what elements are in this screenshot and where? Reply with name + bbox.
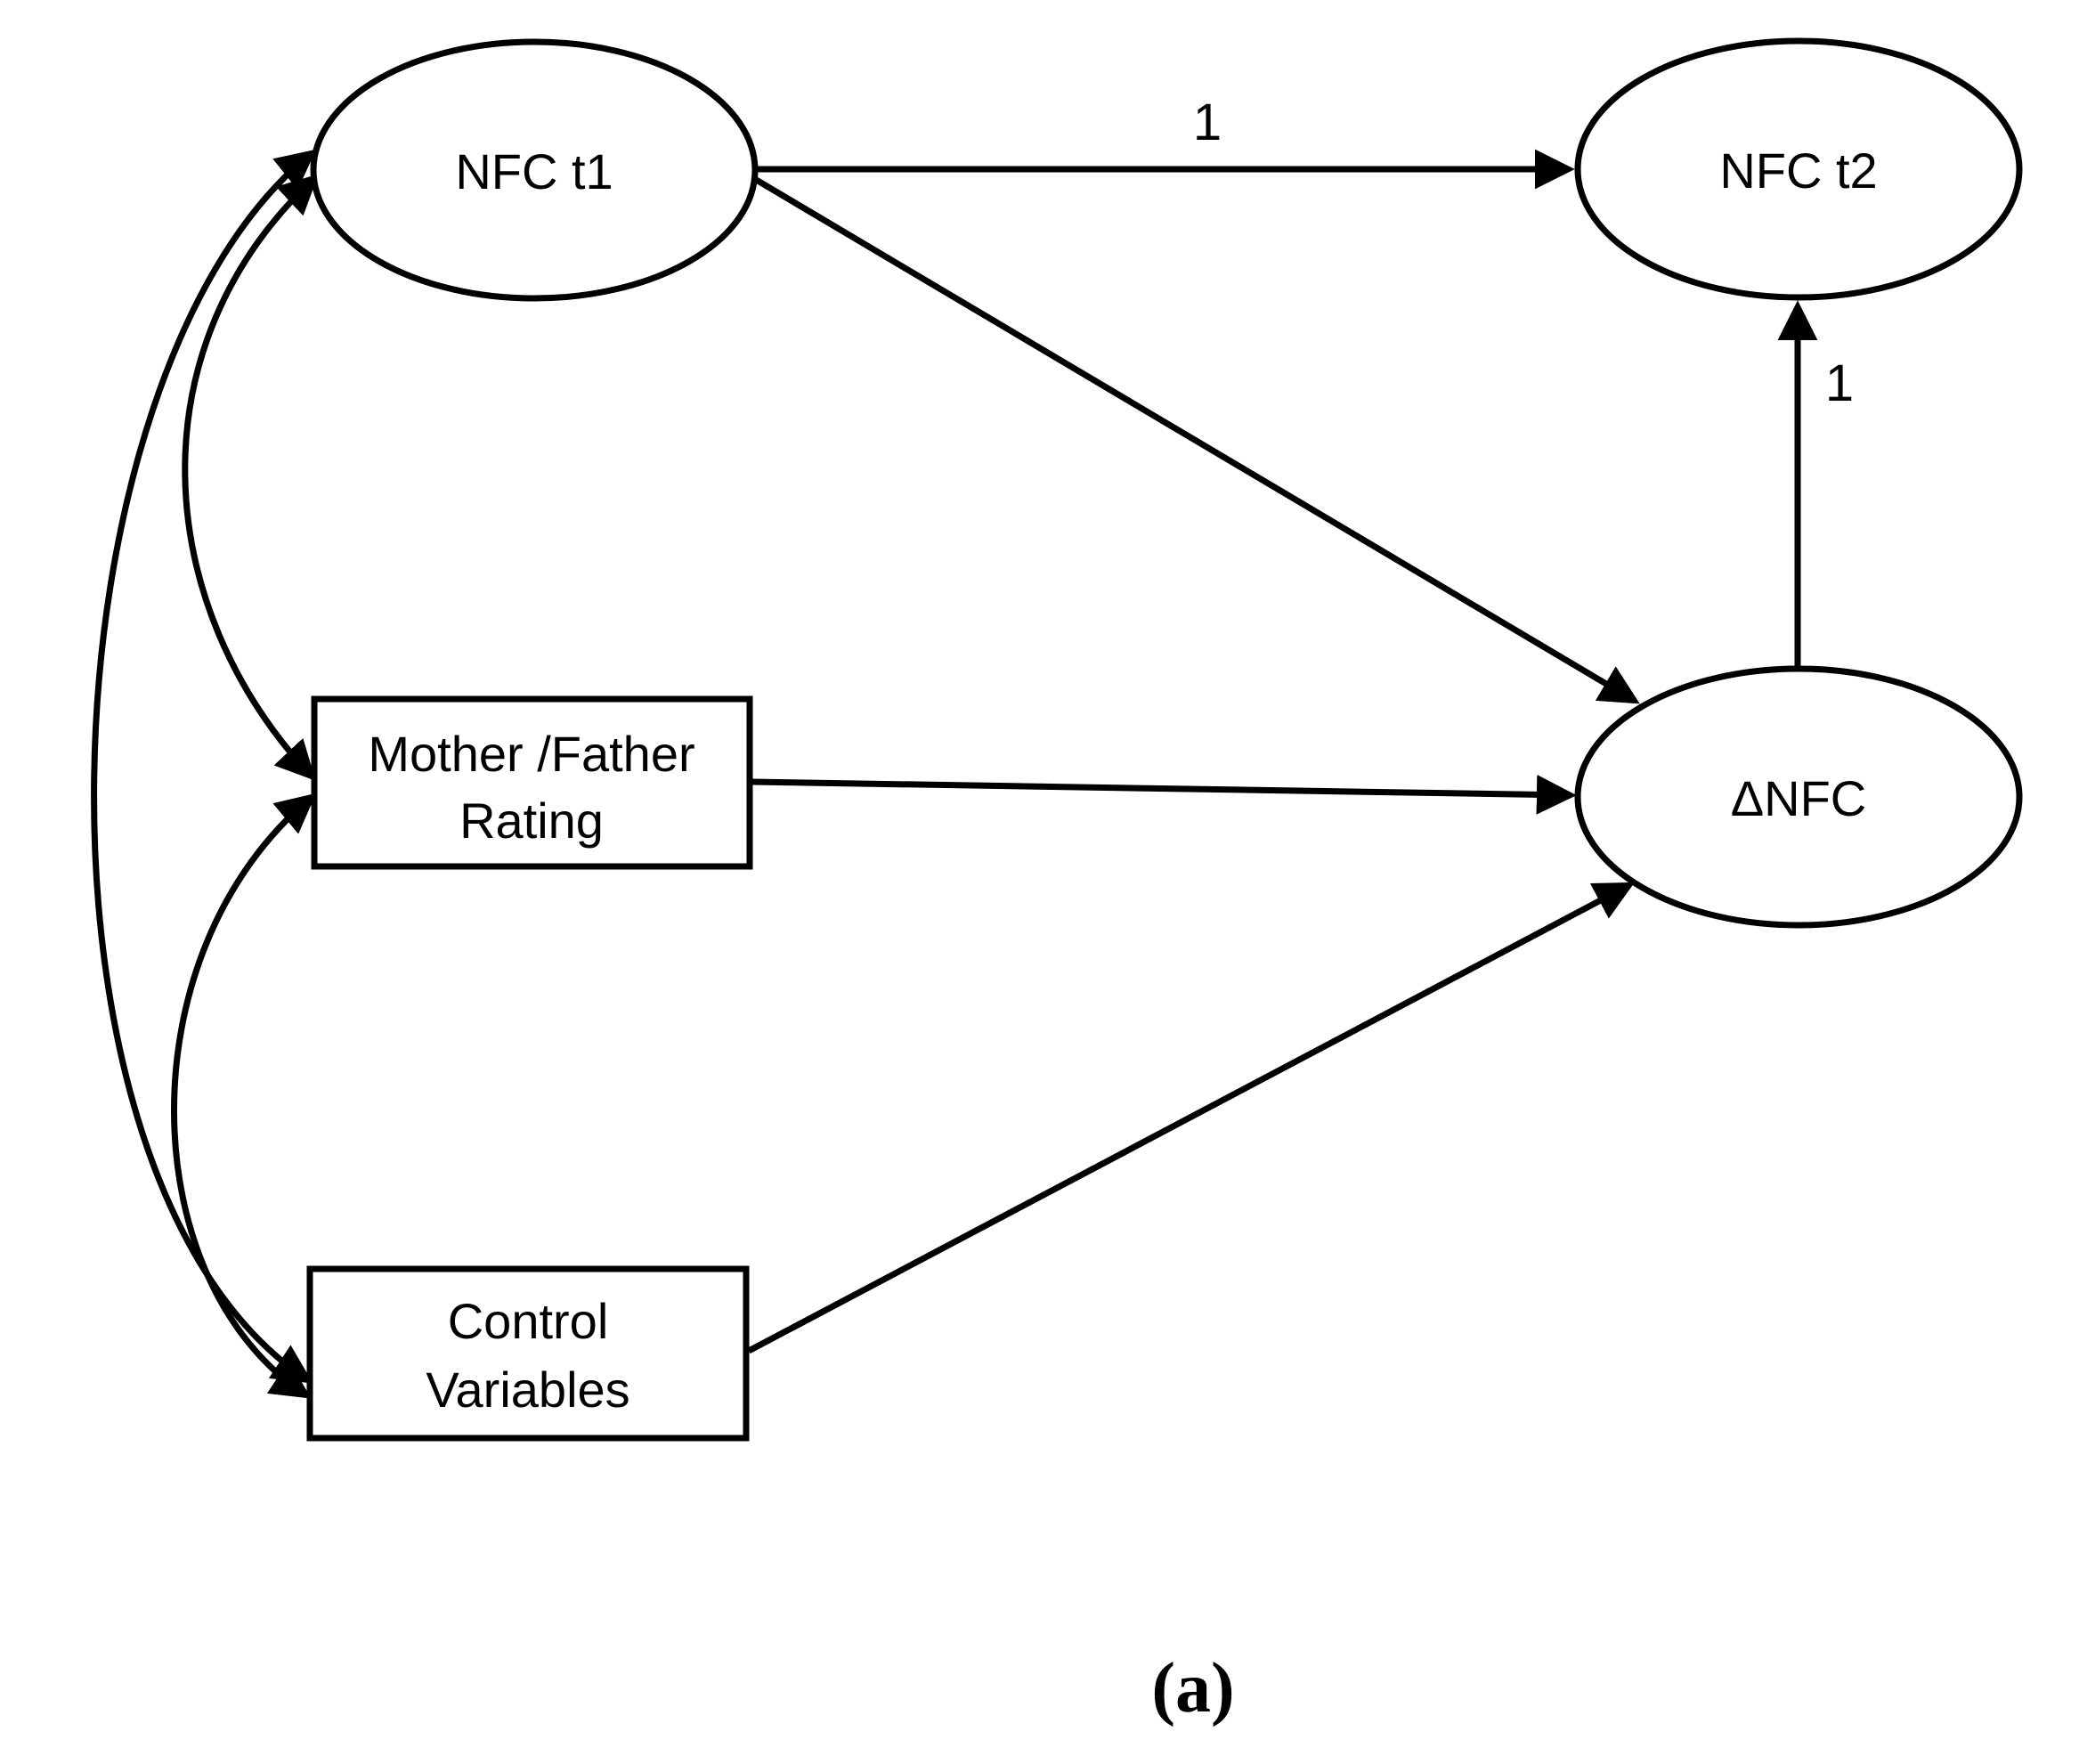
nfc-t1-node [310,38,759,302]
path-control-to-deltanfc [747,882,1635,1354]
nfc-t2-label: NFC t2 [1719,142,1877,199]
edge-label-deltanfc-nfct2: 1 [1825,354,1854,412]
nfc-t2-node [1574,37,2023,301]
delta-nfc-label: ΔNFC [1731,770,1867,826]
control-variables-node [306,1265,750,1442]
mother-father-label-line1: Mother /Father [368,726,694,782]
control-variables-label-line2: Variables [426,1362,629,1418]
delta-nfc-node [1574,665,2023,929]
covariance-arc-nfct1-control [91,149,317,1384]
figure-caption: (a) [1151,1649,1234,1727]
mother-father-label-line2: Rating [459,793,604,849]
control-variables-label-line1: Control [448,1293,609,1349]
covariance-arc-motherfather-control [171,793,317,1399]
mother-father-rating-node [311,695,753,870]
nfc-t1-label: NFC t1 [455,143,613,199]
path-nfct1-to-deltanfc [751,175,1640,704]
path-motherfather-to-deltanfc [751,774,1577,815]
edge-label-nfct1-nfct2: 1 [1193,93,1222,151]
covariance-arc-nfct1-motherfather [182,174,319,781]
